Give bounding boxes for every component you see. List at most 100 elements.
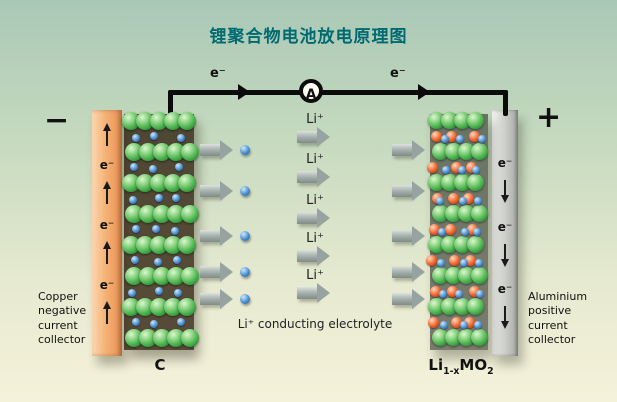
circuit-wire-horizontal (168, 90, 508, 95)
metal-atom-sphere (467, 224, 478, 235)
lithium-ion-sphere (442, 166, 450, 174)
lithium-ion-sphere (460, 259, 468, 267)
ammeter-label: A (305, 87, 317, 103)
carbon-atom-sphere (178, 236, 196, 254)
carbon-atom-sphere (178, 112, 196, 130)
carbon-atom-sphere (153, 143, 171, 161)
formula-sub2: 2 (487, 366, 494, 377)
oxide-atom-sphere (467, 298, 484, 315)
oxide-atom-sphere (445, 143, 462, 160)
metal-atom-sphere (451, 162, 462, 173)
carbon-atom-sphere (139, 329, 157, 347)
electrolyte-caption: Li⁺ conducting electrolyte (237, 317, 393, 331)
lithium-ion-sphere (437, 259, 445, 267)
carbon-atom-sphere (164, 236, 182, 254)
lithium-ion-sphere (175, 163, 183, 171)
anode-graphite-electrode (122, 112, 199, 352)
carbon-atom-sphere (164, 112, 182, 130)
ion-flow-arrow-icon (392, 181, 425, 201)
metal-atom-sphere (469, 286, 480, 297)
oxide-atom-sphere (454, 236, 471, 253)
lithium-ion-sphere (177, 134, 185, 142)
ion-flow-arrow-icon (200, 181, 233, 201)
lithium-ion-sphere (476, 290, 484, 298)
formula-base2: MO (459, 356, 488, 374)
ion-flow-arrow-icon (200, 262, 233, 282)
lithium-ion-sphere (150, 132, 158, 140)
carbon-atom-sphere (125, 143, 143, 161)
metal-atom-sphere (448, 193, 459, 204)
copper-collector-caption: Copper negative current collector (38, 290, 87, 346)
formula-base1: Li (428, 356, 444, 374)
oxide-atom-sphere (428, 298, 445, 315)
metal-atom-sphere (426, 255, 437, 266)
oxide-atom-sphere (454, 298, 471, 315)
cathode-metal-oxide-electrode (426, 112, 492, 352)
lithium-ion-sphere (172, 194, 180, 202)
metal-atom-sphere (447, 286, 458, 297)
circuit-wire-left (168, 90, 173, 118)
lithium-ion-sphere (128, 289, 136, 297)
electron-label-wire-right: e⁻ (390, 66, 406, 81)
metal-atom-sphere (449, 255, 460, 266)
lithium-ion-dot (240, 294, 250, 304)
oxide-atom-sphere (428, 112, 445, 129)
oxide-atom-sphere (458, 267, 475, 284)
metal-atom-sphere (463, 193, 474, 204)
lithium-ion-sphere (458, 166, 466, 174)
lithium-ion-sphere (439, 290, 447, 298)
oxide-atom-sphere (471, 143, 488, 160)
lithium-ion-sphere (174, 289, 182, 297)
oxide-atom-sphere (428, 236, 445, 253)
metal-atom-sphere (431, 131, 442, 142)
oxide-atom-sphere (458, 329, 475, 346)
metal-atom-sphere (446, 131, 457, 142)
lithium-ion-sphere (132, 225, 140, 233)
carbon-atom-sphere (181, 267, 199, 285)
negative-terminal: − (44, 103, 70, 138)
oxide-atom-sphere (432, 143, 449, 160)
lithium-ion-sphere (459, 197, 467, 205)
lithium-ion-sphere (177, 318, 185, 326)
oxide-atom-sphere (471, 267, 488, 284)
ion-flow-arrow-icon (392, 140, 425, 160)
oxide-atom-sphere (441, 112, 458, 129)
carbon-atom-sphere (153, 267, 171, 285)
metal-atom-sphere (464, 317, 475, 328)
ion-flow-arrow-icon (392, 226, 425, 246)
carbon-atom-sphere (122, 236, 140, 254)
oxide-atom-sphere (441, 298, 458, 315)
oxide-atom-sphere (467, 112, 484, 129)
electron-label-wire-left: e⁻ (210, 66, 226, 81)
oxide-atom-sphere (428, 174, 445, 191)
ion-flow-arrow-icon (297, 283, 330, 303)
lithium-ion-sphere (461, 228, 469, 236)
oxide-atom-sphere (458, 205, 475, 222)
carbon-atom-sphere (136, 174, 154, 192)
oxide-atom-sphere (432, 267, 449, 284)
lithium-ion-dot (240, 186, 250, 196)
carbon-atom-sphere (122, 112, 140, 130)
electron-up-arrow-icon (102, 123, 111, 146)
carbon-atom-sphere (150, 236, 168, 254)
metal-atom-sphere (465, 255, 476, 266)
electron-down-arrow-icon (500, 244, 509, 267)
lithium-ion-sphere (472, 166, 480, 174)
ion-flow-arrow-icon (392, 262, 425, 282)
ion-flow-arrow-icon (297, 167, 330, 187)
lithium-ion-sphere (440, 321, 448, 329)
carbon-atom-sphere (167, 205, 185, 223)
lithium-ion-sphere (474, 321, 482, 329)
oxide-atom-sphere (445, 329, 462, 346)
anode-label: C (154, 356, 166, 374)
carbon-atom-sphere (125, 205, 143, 223)
metal-atom-sphere (430, 286, 441, 297)
metal-atom-sphere (466, 162, 477, 173)
lithium-ion-label: Li⁺ (306, 193, 324, 208)
diagram-title: 锂聚合物电池放电原理图 (209, 27, 408, 47)
lithium-ion-sphere (460, 321, 468, 329)
ion-flow-arrow-icon (297, 208, 330, 228)
lithium-ion-sphere (478, 135, 486, 143)
carbon-atom-sphere (164, 298, 182, 316)
